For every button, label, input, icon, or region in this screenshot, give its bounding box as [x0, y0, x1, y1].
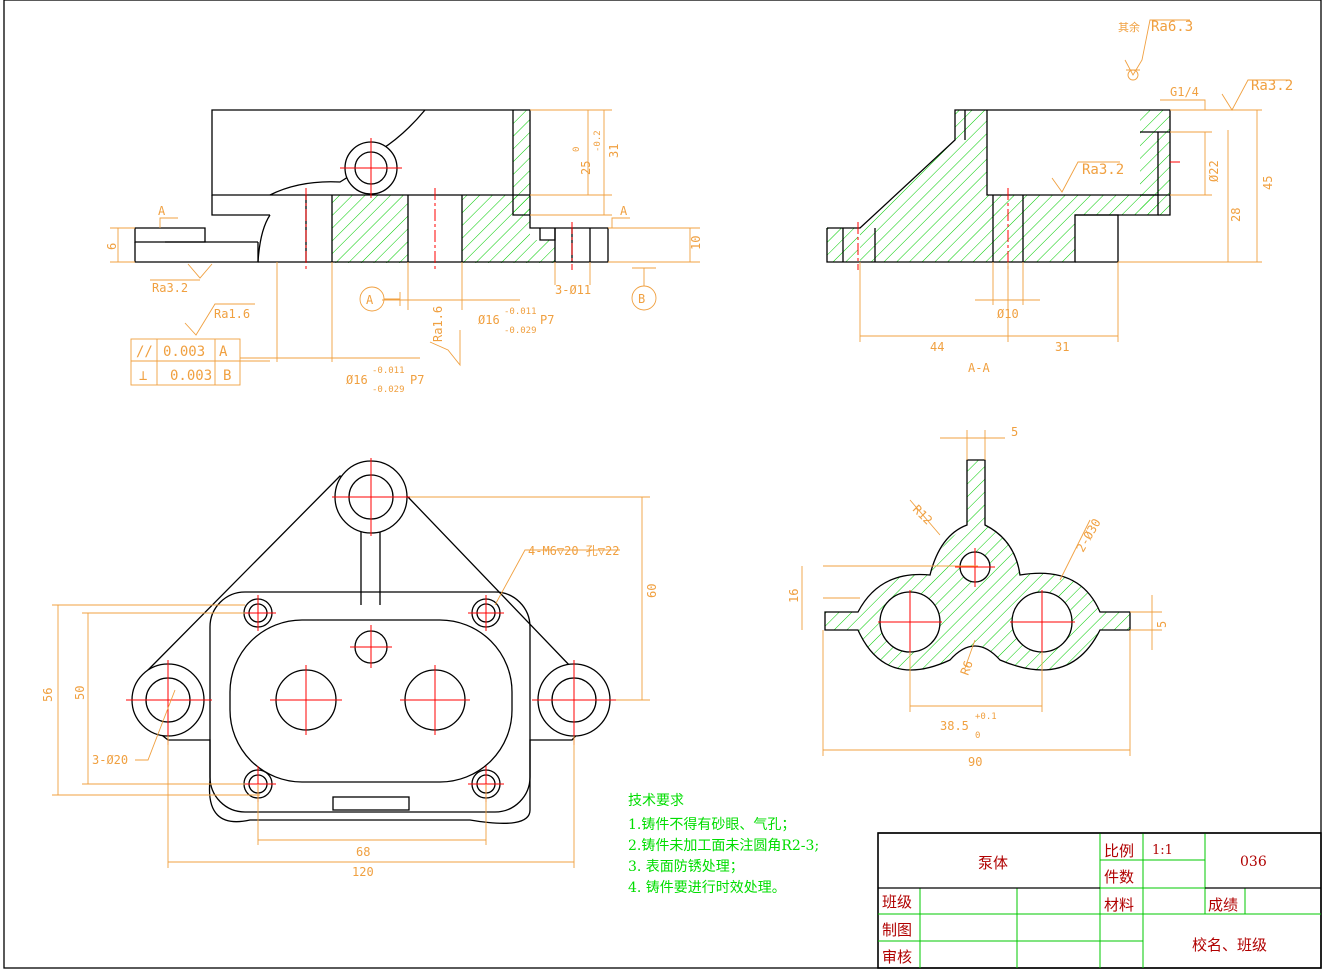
- front-view: [110, 109, 700, 386]
- tech-req-item-1: 1.铸件不得有砂眼、气孔；: [628, 816, 795, 833]
- sub-dim-90: 90: [968, 755, 982, 769]
- datum-b-label: B: [638, 292, 645, 306]
- tol-datum-2: B: [223, 368, 231, 384]
- scale-value: 1:1: [1152, 843, 1173, 858]
- dim-31: 31: [607, 144, 621, 158]
- part-name: 泵体: [978, 854, 1008, 872]
- school-label: 校名、班级: [1192, 936, 1267, 954]
- title-block: [877, 832, 1322, 969]
- tol-symbol-1: //: [136, 344, 153, 360]
- dim-10: 10: [689, 236, 703, 250]
- section-label: A-A: [968, 361, 990, 375]
- bore-upper-tol-dn: -0.029: [504, 326, 537, 336]
- datum-a-label: A: [366, 293, 374, 307]
- roughness-section-right: Ra3.2: [1251, 78, 1293, 94]
- section-mark-right: A: [620, 204, 628, 218]
- tol-value-2: 0.003: [170, 368, 212, 384]
- grade-label: 成绩: [1208, 896, 1238, 914]
- tech-req-item-4: 4. 铸件要进行时效处理。: [628, 880, 786, 896]
- roughness-general-prefix: 其余: [1118, 20, 1140, 34]
- drawing-number: 036: [1240, 854, 1267, 870]
- top-dim-60: 60: [645, 584, 659, 598]
- bore-lower-tol-up: -0.011: [372, 366, 405, 376]
- tech-req-item-2: 2.铸件未加工面未注圆角R2-3;: [628, 838, 819, 854]
- roughness-front-top: Ra1.6: [214, 307, 250, 321]
- checked-label: 审核: [882, 948, 912, 966]
- dim-25-tol-up: 0: [572, 147, 582, 152]
- thread-label: G1/4: [1170, 85, 1199, 99]
- bore-upper-fit: P7: [540, 313, 554, 327]
- roughness-general: Ra6.3: [1151, 19, 1193, 35]
- scale-label: 比例: [1104, 842, 1134, 860]
- sub-section: [801, 430, 1162, 756]
- sect-dim-10: Ø10: [997, 307, 1019, 321]
- drawn-label: 制图: [882, 921, 912, 939]
- drawing-frame: [3, 0, 1322, 969]
- bore-lower-tol-dn: -0.029: [372, 385, 405, 395]
- roughness-section-inner: Ra3.2: [1082, 162, 1124, 178]
- section-mark-left: A: [158, 204, 166, 218]
- top-dim-50: 50: [73, 686, 87, 700]
- sub-dim-38-5-tol-dn: 0: [975, 731, 980, 741]
- sub-dim-5-top: 5: [1011, 425, 1018, 439]
- sub-dim-5-right: 5: [1155, 621, 1169, 628]
- bore-lower: Ø16: [346, 373, 368, 387]
- sub-dim-r12: R12: [910, 502, 935, 527]
- tech-req-title: 技术要求: [628, 793, 684, 809]
- section-view: [826, 19, 1290, 342]
- sub-dim-16: 16: [787, 589, 801, 603]
- roughness-front-bottom: Ra3.2: [152, 281, 188, 295]
- sub-dim-r6: R6: [958, 659, 976, 677]
- dim-25-tol-dn: -0.2: [593, 130, 603, 152]
- bore-lower-fit: P7: [410, 373, 424, 387]
- sect-dim-44: 44: [930, 340, 944, 354]
- sect-dim-22: Ø22: [1207, 160, 1221, 182]
- sub-dim-38-5: 38.5: [940, 719, 969, 733]
- sect-dim-31: 31: [1055, 340, 1069, 354]
- tech-req-item-3: 3. 表面防锈处理；: [628, 859, 744, 875]
- bosses-label: 3-Ø20: [92, 753, 128, 767]
- material-label: 材料: [1104, 896, 1134, 914]
- top-dim-68: 68: [356, 845, 370, 859]
- holes-3x11: 3-Ø11: [555, 283, 591, 297]
- class-label: 班级: [882, 893, 912, 911]
- tol-value-1: 0.003: [163, 344, 205, 360]
- bore-upper: Ø16: [478, 313, 500, 327]
- roughness-front-vertical: Ra1.6: [431, 306, 445, 342]
- sub-dim-2x30: 2-Ø30: [1073, 516, 1103, 554]
- sect-dim-28: 28: [1229, 208, 1243, 222]
- sect-dim-45: 45: [1261, 176, 1275, 190]
- dim-6: 6: [105, 243, 119, 250]
- tol-symbol-2: ⊥: [139, 368, 147, 384]
- tol-datum-1: A: [219, 344, 228, 360]
- bore-upper-tol-up: -0.011: [504, 307, 537, 317]
- top-view: [52, 458, 650, 868]
- tapped-holes-label: 4-M6▽20 孔▽22: [528, 544, 619, 558]
- top-dim-56: 56: [41, 688, 55, 702]
- top-dim-120: 120: [352, 865, 374, 879]
- qty-label: 件数: [1104, 868, 1134, 886]
- sub-dim-38-5-tol-up: +0.1: [975, 712, 997, 722]
- dim-25: 25: [579, 161, 593, 175]
